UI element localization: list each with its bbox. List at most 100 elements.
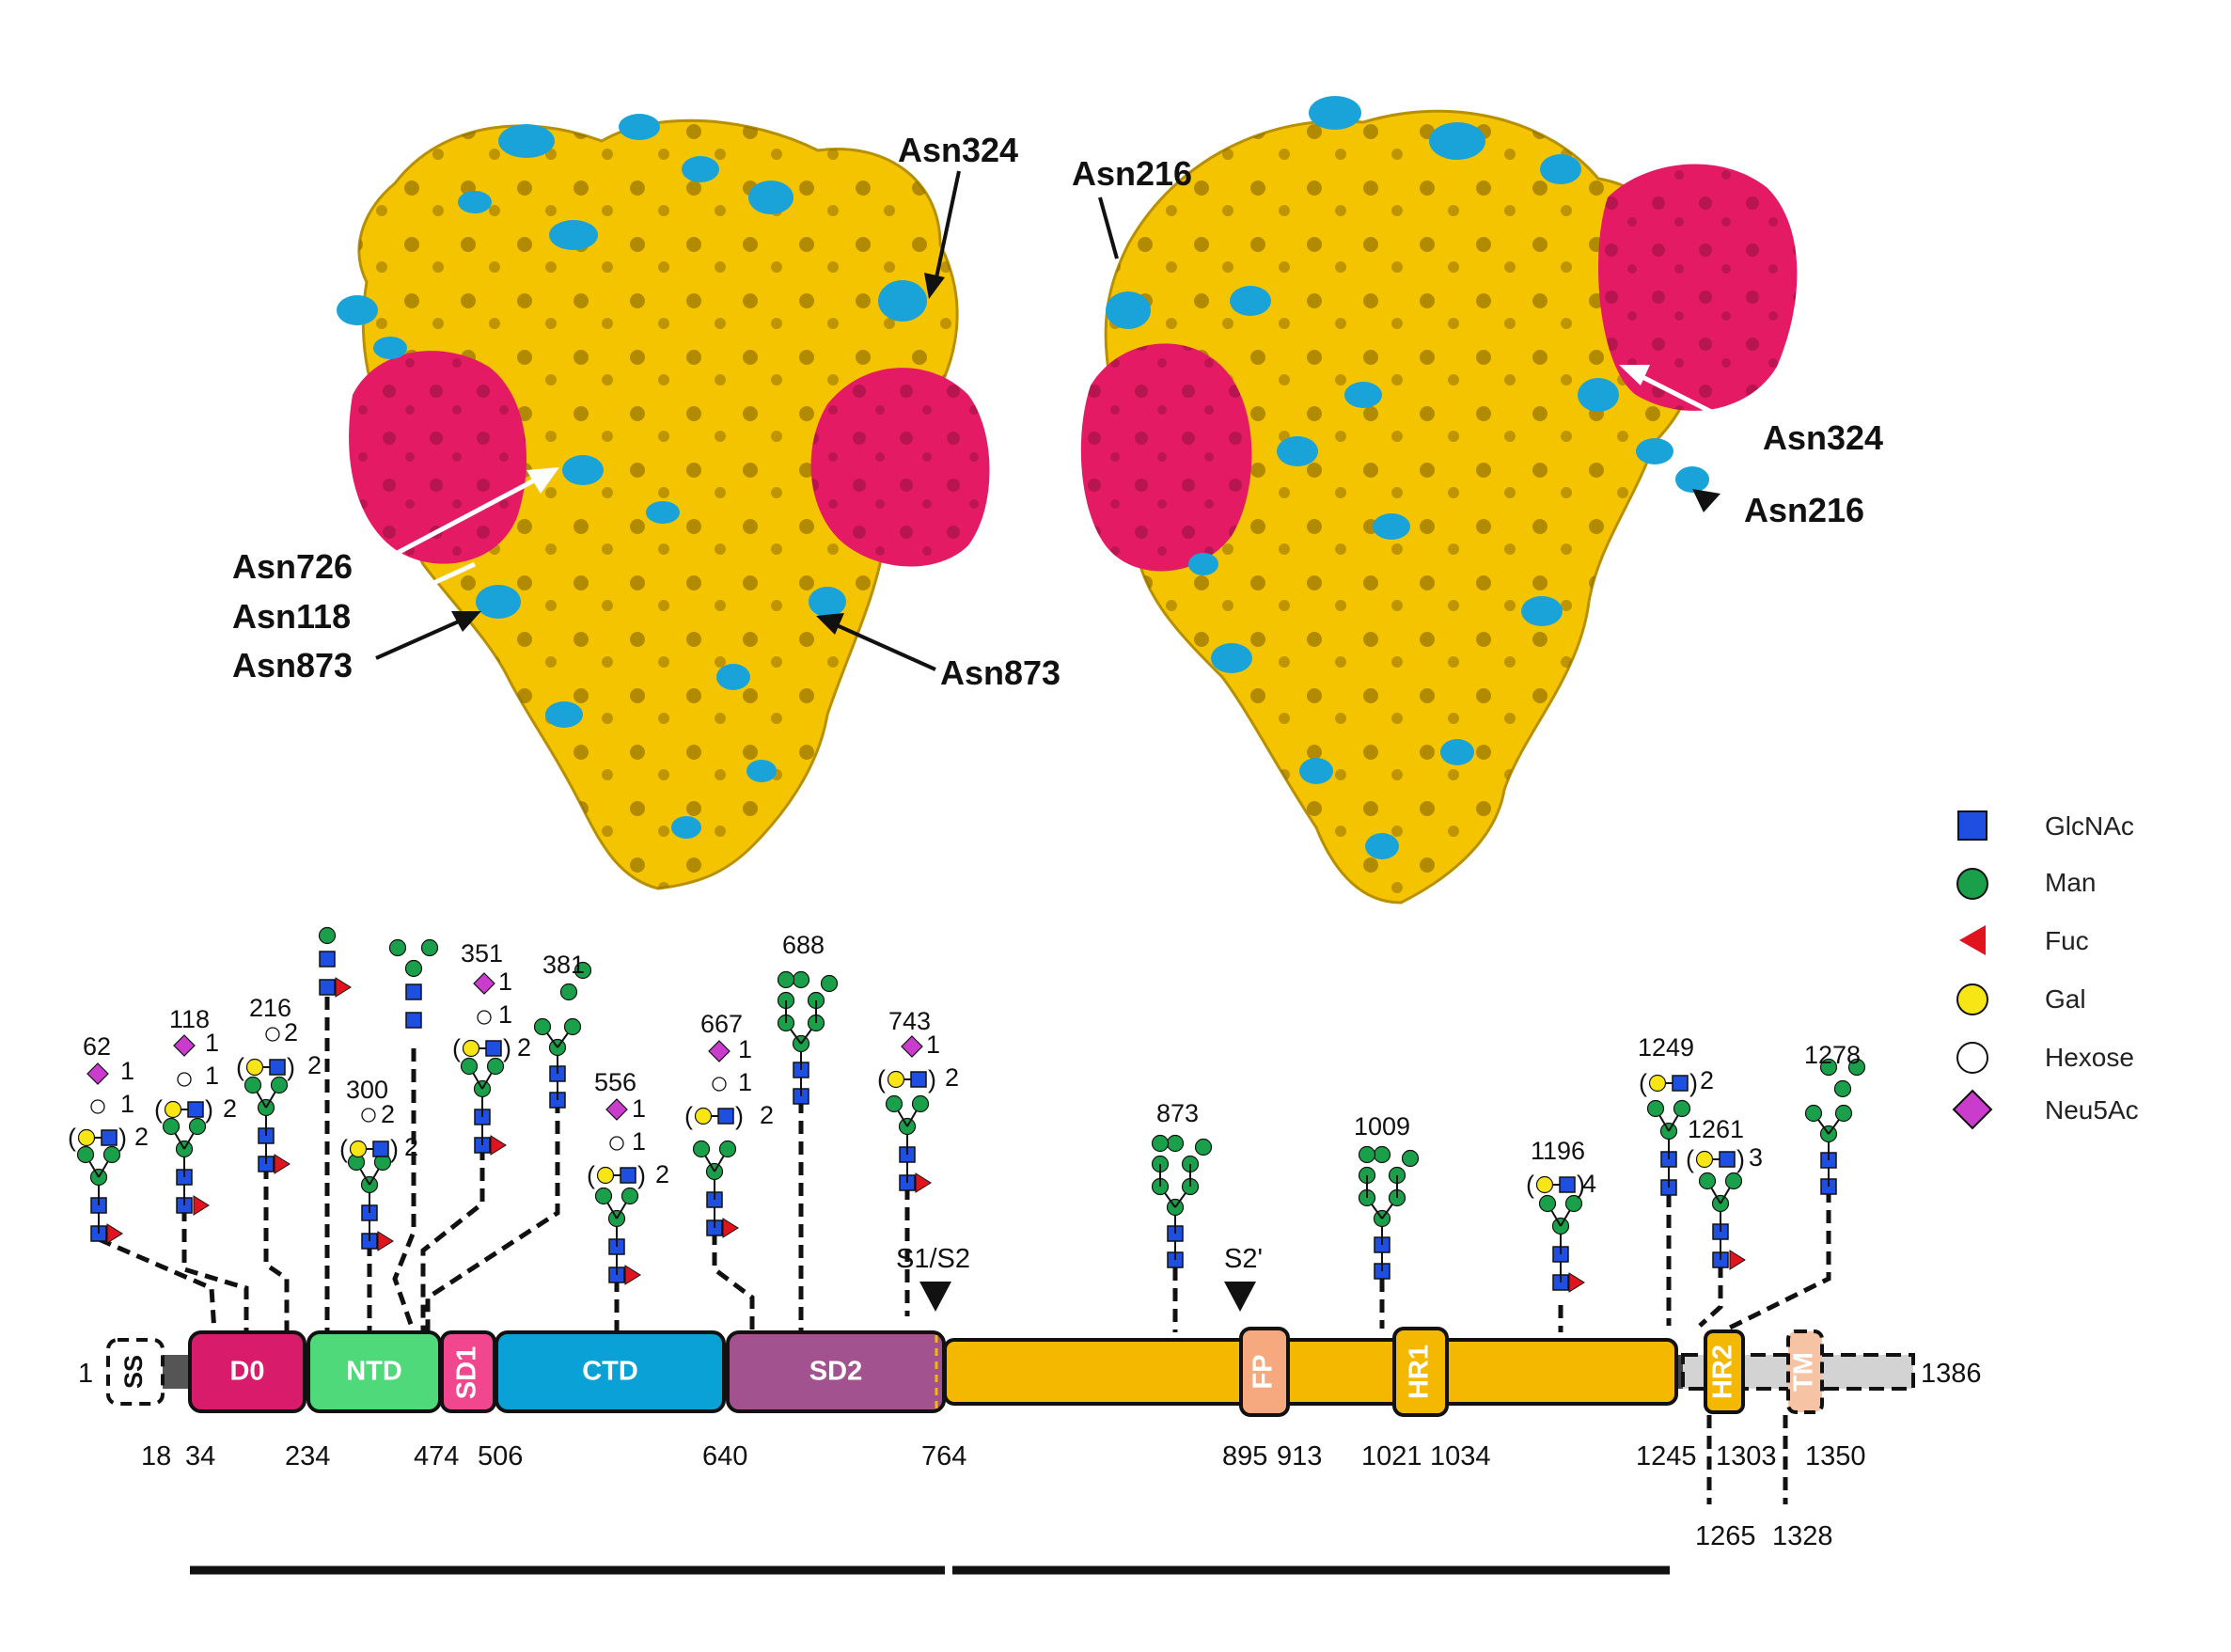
paren-open: (	[339, 1135, 348, 1163]
man-circle-icon	[820, 974, 839, 993]
s1s2-arrowhead-icon	[919, 1282, 951, 1312]
man-circle-icon	[486, 1057, 505, 1076]
gal-circle-icon	[349, 1140, 368, 1158]
glcnac-square-icon	[319, 951, 336, 968]
count-118-neu5ac: 1	[205, 1029, 219, 1057]
glcnac-square-icon	[910, 1071, 927, 1088]
site-381: 381	[542, 951, 585, 979]
attachment-line	[263, 1166, 290, 1332]
man-circle-icon	[1194, 1138, 1213, 1156]
gal-circle-icon	[462, 1039, 480, 1058]
glcnac-square-icon	[101, 1129, 118, 1146]
fuc-triangle-icon	[377, 1231, 394, 1251]
green-circle-icon	[1956, 868, 1988, 900]
glcnac-square-icon	[717, 1108, 734, 1125]
site-118: 118	[169, 1005, 210, 1033]
paren-close: )	[118, 1124, 127, 1152]
attachment-line	[712, 1232, 755, 1332]
man-circle-icon	[420, 938, 439, 957]
count-351-neu5ac: 1	[498, 968, 512, 996]
pos-end: 1386	[1921, 1359, 1982, 1389]
legend-label-man: Man	[2045, 868, 2096, 897]
domain-hr1-label: HR1	[1405, 1345, 1435, 1399]
man-circle-icon	[1804, 1104, 1823, 1123]
pos-640: 640	[702, 1441, 747, 1471]
man-circle-icon	[102, 1145, 121, 1164]
paren-open: (	[877, 1065, 886, 1093]
fuc-triangle-icon	[1568, 1272, 1585, 1293]
man-circle-icon	[460, 1057, 479, 1076]
man-circle-icon	[1564, 1194, 1583, 1213]
man-circle-icon	[533, 1017, 552, 1036]
neu5ac-diamond-icon	[173, 1034, 196, 1057]
man-circle-icon	[777, 970, 795, 989]
yellow-circle-icon	[1956, 983, 1988, 1015]
man-circle-icon	[1673, 1099, 1691, 1118]
domain-hr1	[1392, 1327, 1449, 1417]
glcnac-square-icon	[319, 979, 336, 996]
site-216: 216	[249, 994, 291, 1022]
left-callouts: Asn324 Asn726 Asn118 Asn873 Asn873	[232, 131, 1061, 692]
label-asn324-left: Asn324	[898, 131, 1018, 169]
attachment-line	[420, 1147, 485, 1332]
attachment-line	[181, 1208, 249, 1332]
pos-913: 913	[1277, 1441, 1322, 1471]
site-351: 351	[461, 939, 503, 968]
pos-start: 1	[78, 1359, 93, 1389]
pos-1303: 1303	[1716, 1441, 1777, 1471]
neu5ac-diamond-icon	[708, 1040, 731, 1062]
site-62: 62	[83, 1032, 111, 1061]
count-1261-gal: 3	[1749, 1143, 1763, 1172]
domain-hr2	[1704, 1329, 1745, 1414]
glcnac-square-icon	[405, 1012, 422, 1029]
site-743: 743	[888, 1007, 931, 1035]
paren-close: )	[390, 1135, 399, 1163]
glcnac-square-icon	[405, 983, 422, 1000]
domain-fp	[1239, 1327, 1290, 1417]
label-asn216-top: Asn216	[1072, 154, 1192, 193]
cleavage-markers: S1/S2 S2'	[896, 1244, 1263, 1312]
domain-hr2-label: HR2	[1708, 1345, 1738, 1399]
man-circle-icon	[188, 1117, 207, 1136]
man-circle-icon	[1724, 1172, 1743, 1190]
man-circle-icon	[1646, 1099, 1665, 1118]
site-1196: 1196	[1531, 1137, 1585, 1165]
man-circle-icon	[792, 970, 810, 989]
pos-1265: 1265	[1695, 1521, 1756, 1551]
cleavage-s2prime-label: S2'	[1224, 1244, 1263, 1274]
label-asn873-right: Asn873	[940, 653, 1061, 692]
hexose-circle-icon	[90, 1099, 105, 1114]
site-1009: 1009	[1354, 1112, 1410, 1141]
paren-close: )	[503, 1034, 511, 1062]
fuc-triangle-icon	[193, 1195, 210, 1216]
attachment-line	[1728, 1189, 1831, 1330]
pos-1328: 1328	[1772, 1521, 1833, 1551]
right-density-map	[1080, 96, 1798, 905]
man-circle-icon	[1166, 1134, 1185, 1153]
legend-label-neu5ac: Neu5Ac	[2045, 1095, 2139, 1125]
label-asn216-bottom: Asn216	[1744, 491, 1864, 529]
glcnac-square-icon	[620, 1167, 636, 1184]
label-asn873-left: Asn873	[232, 646, 353, 684]
domain-ntd-label: NTD	[346, 1357, 402, 1387]
domain-tm-label: TM	[1789, 1352, 1819, 1392]
man-circle-icon	[1373, 1145, 1391, 1164]
man-circle-icon	[1847, 1058, 1866, 1077]
neu5ac-diamond-icon	[473, 972, 495, 995]
gal-circle-icon	[887, 1070, 905, 1089]
count-216-gal: 2	[307, 1051, 322, 1079]
man-circle-icon	[1834, 1104, 1853, 1123]
count-556-gal: 2	[655, 1160, 669, 1188]
hexose-circle-icon	[361, 1108, 376, 1123]
count-62-neu5ac: 1	[120, 1057, 134, 1085]
fuc-triangle-icon	[624, 1265, 641, 1285]
site-667: 667	[700, 1010, 743, 1038]
neu5ac-diamond-icon	[86, 1062, 109, 1085]
site-300: 300	[346, 1076, 388, 1104]
domain-sd1-label: SD1	[452, 1346, 482, 1399]
paren-close: )	[928, 1065, 936, 1093]
legend-label-gal: Gal	[2045, 984, 2086, 1014]
site-873: 873	[1156, 1099, 1199, 1127]
count-1196-gal: 4	[1582, 1170, 1596, 1198]
glcnac-square-icon	[1672, 1075, 1689, 1092]
